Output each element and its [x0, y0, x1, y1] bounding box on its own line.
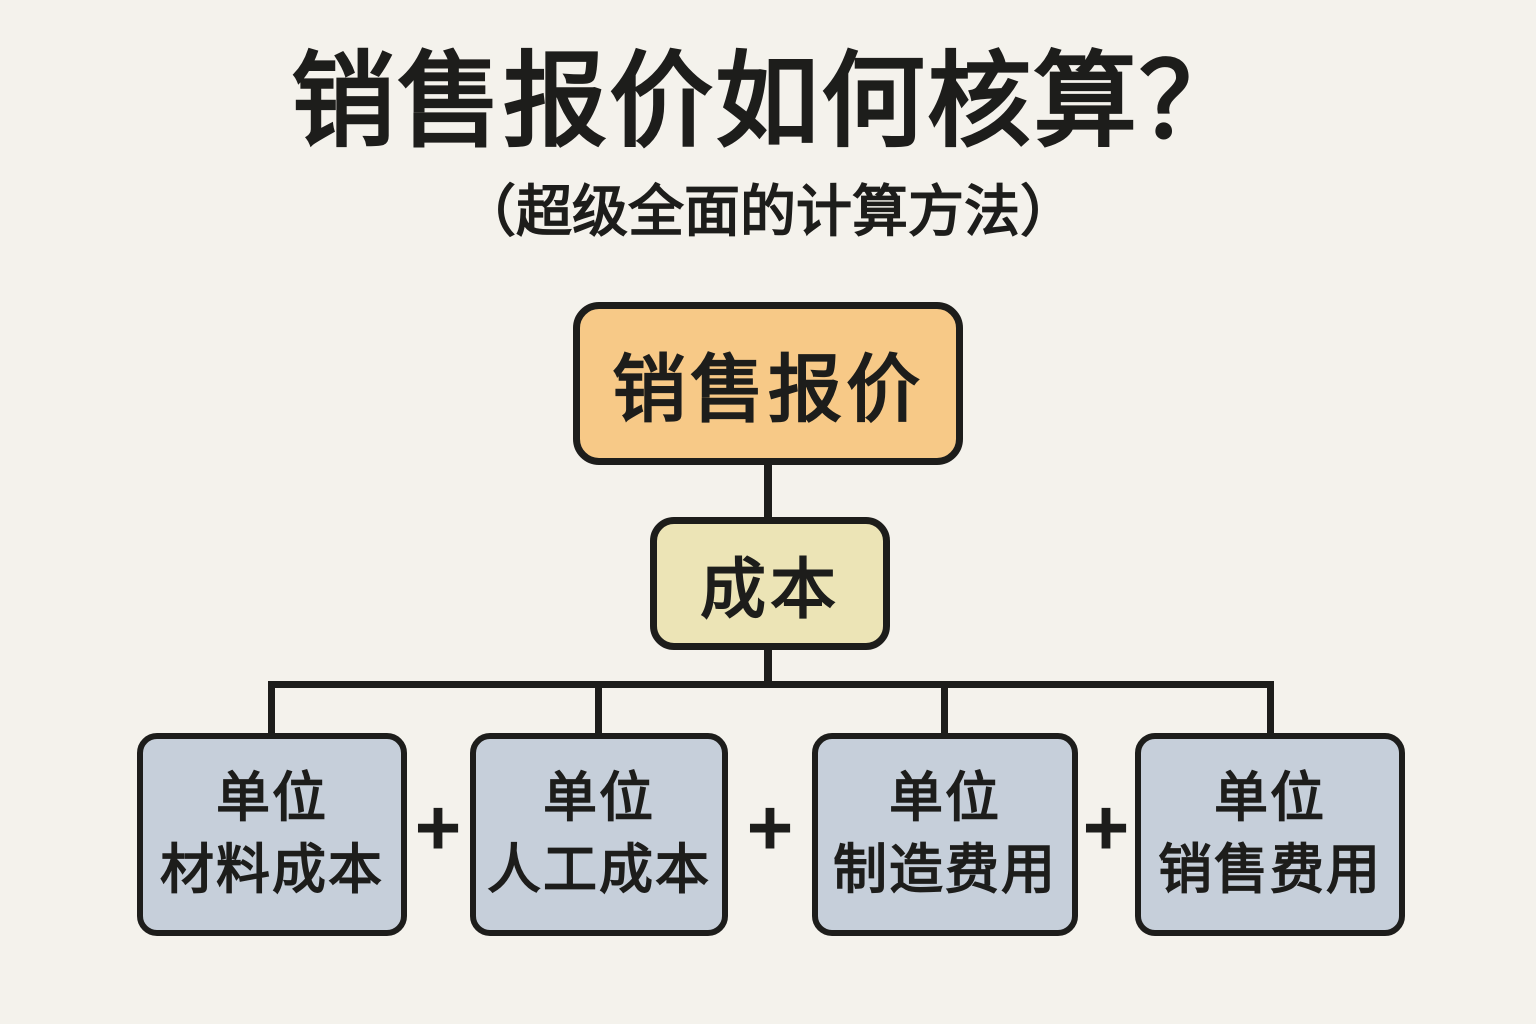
connector-bus-horizontal [268, 681, 1274, 688]
node-unit-manufacturing-expense-line1: 单位 [889, 768, 1001, 829]
node-unit-material-cost: 单位 材料成本 [137, 733, 407, 936]
node-unit-labor-cost-line2: 人工成本 [487, 839, 711, 900]
node-sales-quote-label: 销售报价 [612, 348, 924, 431]
connector-cost-to-bus [764, 648, 772, 688]
node-sales-quote: 销售报价 [573, 302, 963, 465]
node-unit-labor-cost: 单位 人工成本 [470, 733, 728, 936]
node-unit-material-cost-line1: 单位 [216, 768, 328, 829]
node-unit-selling-expense-line1: 单位 [1214, 768, 1326, 829]
connector-drop-manufacturing-expense [941, 681, 948, 735]
connector-root-to-cost [764, 463, 772, 519]
connector-drop-selling-expense [1267, 681, 1274, 735]
node-unit-manufacturing-expense-line2: 制造费用 [833, 839, 1057, 900]
node-unit-selling-expense-line2: 销售费用 [1158, 839, 1382, 900]
node-unit-material-cost-line2: 材料成本 [160, 839, 384, 900]
plus-operator-1: + [414, 783, 462, 872]
connector-drop-material-cost [268, 681, 275, 735]
page-title: 销售报价如何核算？ [290, 44, 1245, 160]
plus-operator-2: + [746, 783, 794, 872]
node-cost: 成本 [650, 517, 890, 650]
node-unit-manufacturing-expense: 单位 制造费用 [812, 733, 1078, 936]
node-cost-label: 成本 [700, 551, 840, 626]
node-unit-selling-expense: 单位 销售费用 [1135, 733, 1405, 936]
page-subtitle: （超级全面的计算方法） [460, 180, 1076, 243]
plus-operator-3: + [1082, 783, 1130, 872]
connector-drop-labor-cost [595, 681, 602, 735]
node-unit-labor-cost-line1: 单位 [543, 768, 655, 829]
